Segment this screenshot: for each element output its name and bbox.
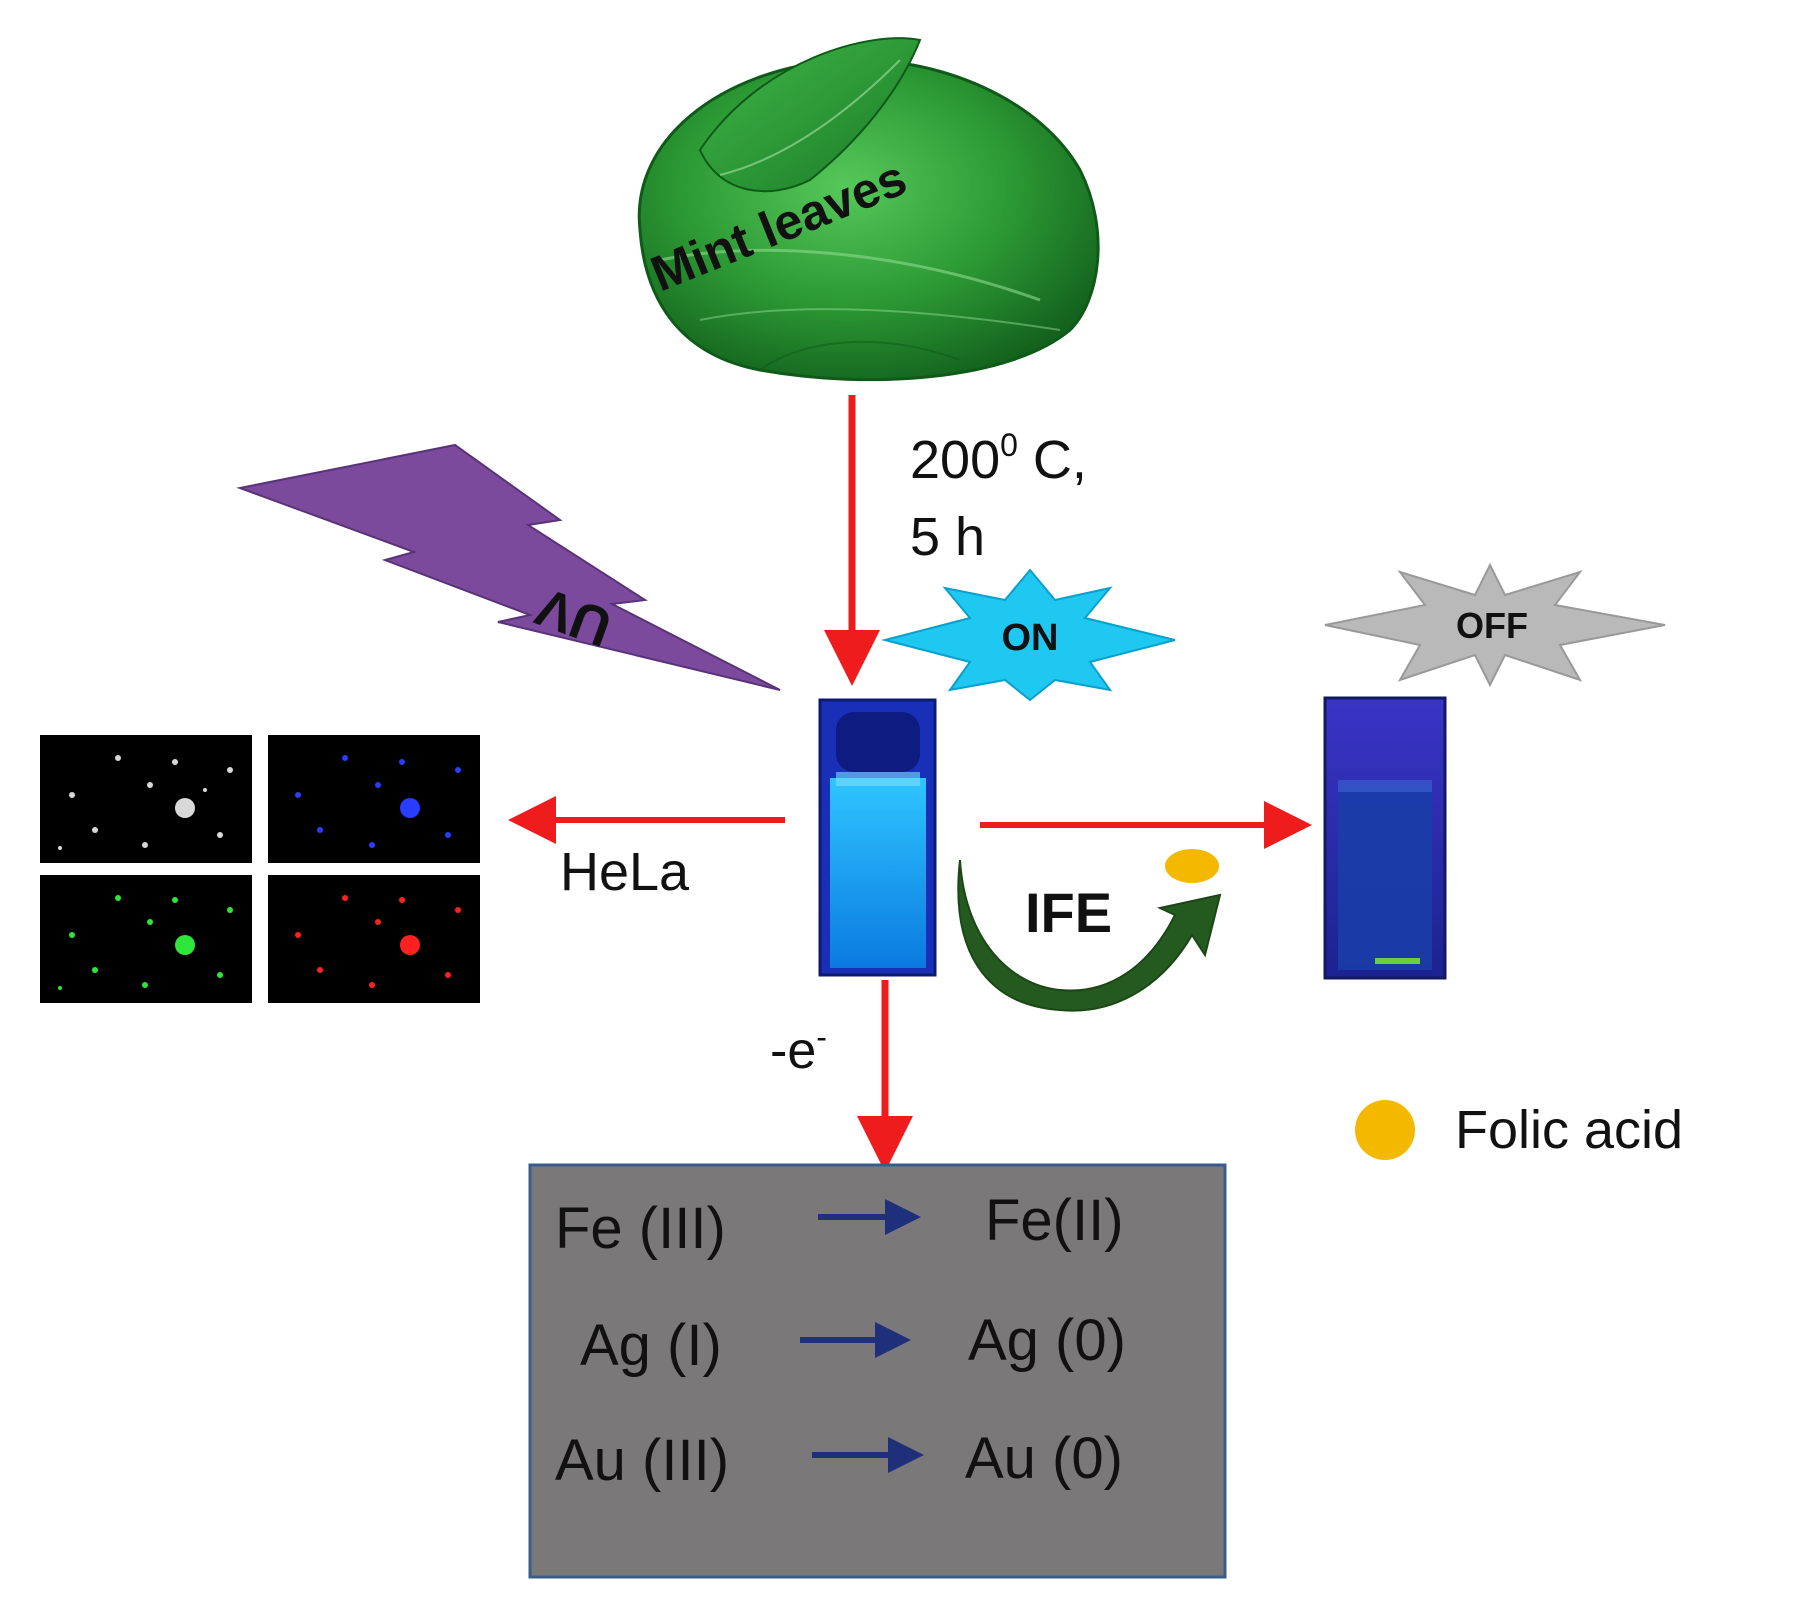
reduction-to-au: Au (0)	[965, 1426, 1123, 1491]
off-state-label: OFF	[1456, 605, 1528, 646]
synthesis-duration-label: 5 h	[910, 507, 985, 567]
mint-leaves-image: Mint leaves	[637, 37, 1100, 382]
reduction-from-ag: Ag (I)	[580, 1313, 722, 1378]
reduction-row-au: Au (III) Au (0)	[555, 1426, 1123, 1493]
metal-reduction-box: Fe (III) Fe(II) Ag (I) Ag (0) Au (III) A…	[528, 1163, 1227, 1579]
uv-lightning-bolt: UV	[236, 443, 781, 691]
electron-transfer-label: -e-	[770, 1019, 827, 1080]
reduction-from-au: Au (III)	[555, 1428, 729, 1493]
hela-panel-brightfield	[40, 735, 252, 863]
synthesis-temperature-label: 2000 C,	[910, 427, 1087, 490]
hela-panel-green	[40, 875, 252, 1003]
hela-label: HeLa	[560, 842, 690, 902]
quenched-cuvette	[1323, 696, 1447, 980]
fluorescent-cuvette	[818, 698, 937, 977]
folic-acid-legend-label: Folic acid	[1455, 1100, 1683, 1160]
hela-panel-blue	[268, 735, 480, 863]
reduction-row-fe: Fe (III) Fe(II)	[555, 1188, 1124, 1261]
folic-acid-molecule	[1165, 849, 1219, 883]
hela-panel-red	[268, 875, 480, 1003]
off-state-burst: OFF	[1324, 562, 1666, 688]
folic-acid-legend: Folic acid	[1355, 1100, 1683, 1160]
on-state-burst: ON	[881, 568, 1176, 702]
hela-imaging-grid	[38, 733, 483, 1003]
reduction-from-fe: Fe (III)	[555, 1196, 726, 1261]
on-state-label: ON	[1002, 617, 1059, 659]
reduction-to-ag: Ag (0)	[968, 1308, 1126, 1373]
reduction-row-ag: Ag (I) Ag (0)	[580, 1308, 1126, 1378]
reduction-to-fe: Fe(II)	[985, 1188, 1124, 1253]
ife-curved-arrow: IFE	[957, 849, 1222, 1012]
ife-label: IFE	[1025, 881, 1112, 944]
folic-acid-legend-dot	[1355, 1100, 1415, 1160]
